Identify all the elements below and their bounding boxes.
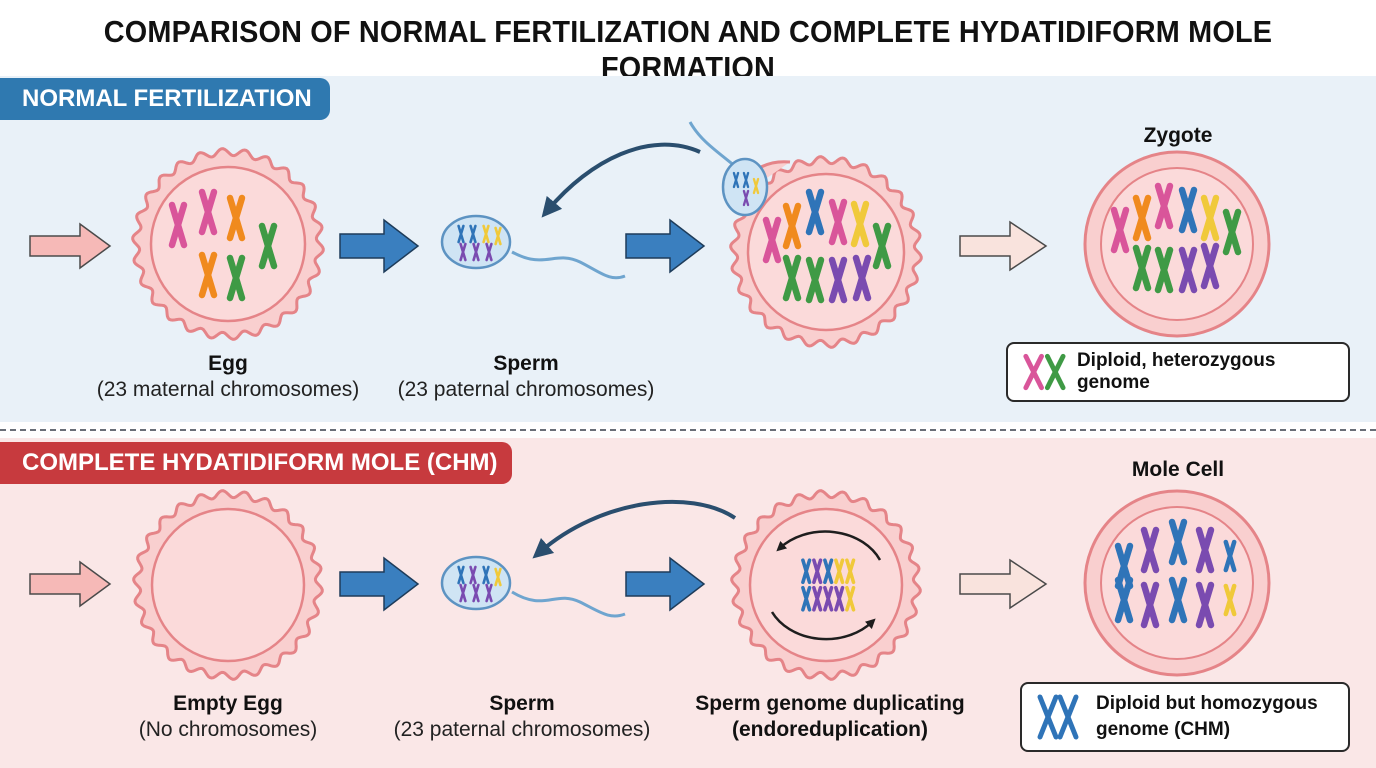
start-arrow-icon <box>29 560 112 608</box>
cycle-arrow-icon <box>776 530 882 561</box>
empty-egg-label: Empty Egg <box>173 692 283 715</box>
egg-sublabel: (23 maternal chromosomes) <box>96 378 360 401</box>
blue-arrow-icon <box>339 556 420 612</box>
empty-egg-sublabel: (No chromosomes) <box>138 718 318 741</box>
duplication-label: Sperm genome duplicating <box>695 692 965 715</box>
duplication-sublabel: (endoreduplication) <box>732 718 928 741</box>
sperm-label: Sperm <box>493 352 559 375</box>
section-divider <box>0 429 1376 431</box>
legend-text-line2: genome (CHM) <box>1096 719 1231 740</box>
fertilization-cell <box>688 121 923 349</box>
sperm-label: Sperm <box>489 692 555 715</box>
curved-arrow-icon <box>532 499 737 559</box>
homozygous-legend: Diploid but homozygous genome (CHM) <box>1020 682 1350 752</box>
mole-cell <box>1083 489 1271 677</box>
normal-fertilization-banner: NORMAL FERTILIZATION <box>0 78 330 120</box>
legend-text: Diploid, heterozygous genome <box>1076 350 1276 393</box>
blue-arrow-icon <box>625 556 706 612</box>
legend-text-line1: Diploid but homozygous <box>1096 693 1318 714</box>
zygote-cell <box>1083 150 1271 338</box>
heterozygous-legend: Diploid, heterozygous genome <box>1006 342 1350 402</box>
blue-arrow-icon <box>339 218 420 274</box>
outline-arrow-icon <box>959 558 1048 610</box>
curved-arrow-icon <box>541 142 701 218</box>
mole-cell-label: Mole Cell <box>1131 458 1225 481</box>
sperm-sublabel: (23 paternal chromosomes) <box>397 378 655 401</box>
cycle-arrow-icon <box>770 611 876 641</box>
diagram-title: COMPARISON OF NORMAL FERTILIZATION AND C… <box>103 14 1273 85</box>
blue-arrow-icon <box>625 218 706 274</box>
zygote-label: Zygote <box>1143 124 1213 147</box>
chm-banner: COMPLETE HYDATIDIFORM MOLE (CHM) <box>0 442 512 484</box>
chromosome-pair-icon <box>1023 353 1066 391</box>
outline-arrow-icon <box>959 220 1048 272</box>
sperm-cell <box>440 214 626 280</box>
sperm-sublabel: (23 paternal chromosomes) <box>393 718 651 741</box>
egg-label: Egg <box>208 352 248 375</box>
egg-cell <box>131 147 325 341</box>
empty-egg-cell <box>132 489 324 681</box>
start-arrow-icon <box>29 222 112 270</box>
sperm-cell <box>440 555 626 618</box>
chromosome-pair-icon <box>1037 694 1079 740</box>
duplicating-cell <box>730 489 922 681</box>
